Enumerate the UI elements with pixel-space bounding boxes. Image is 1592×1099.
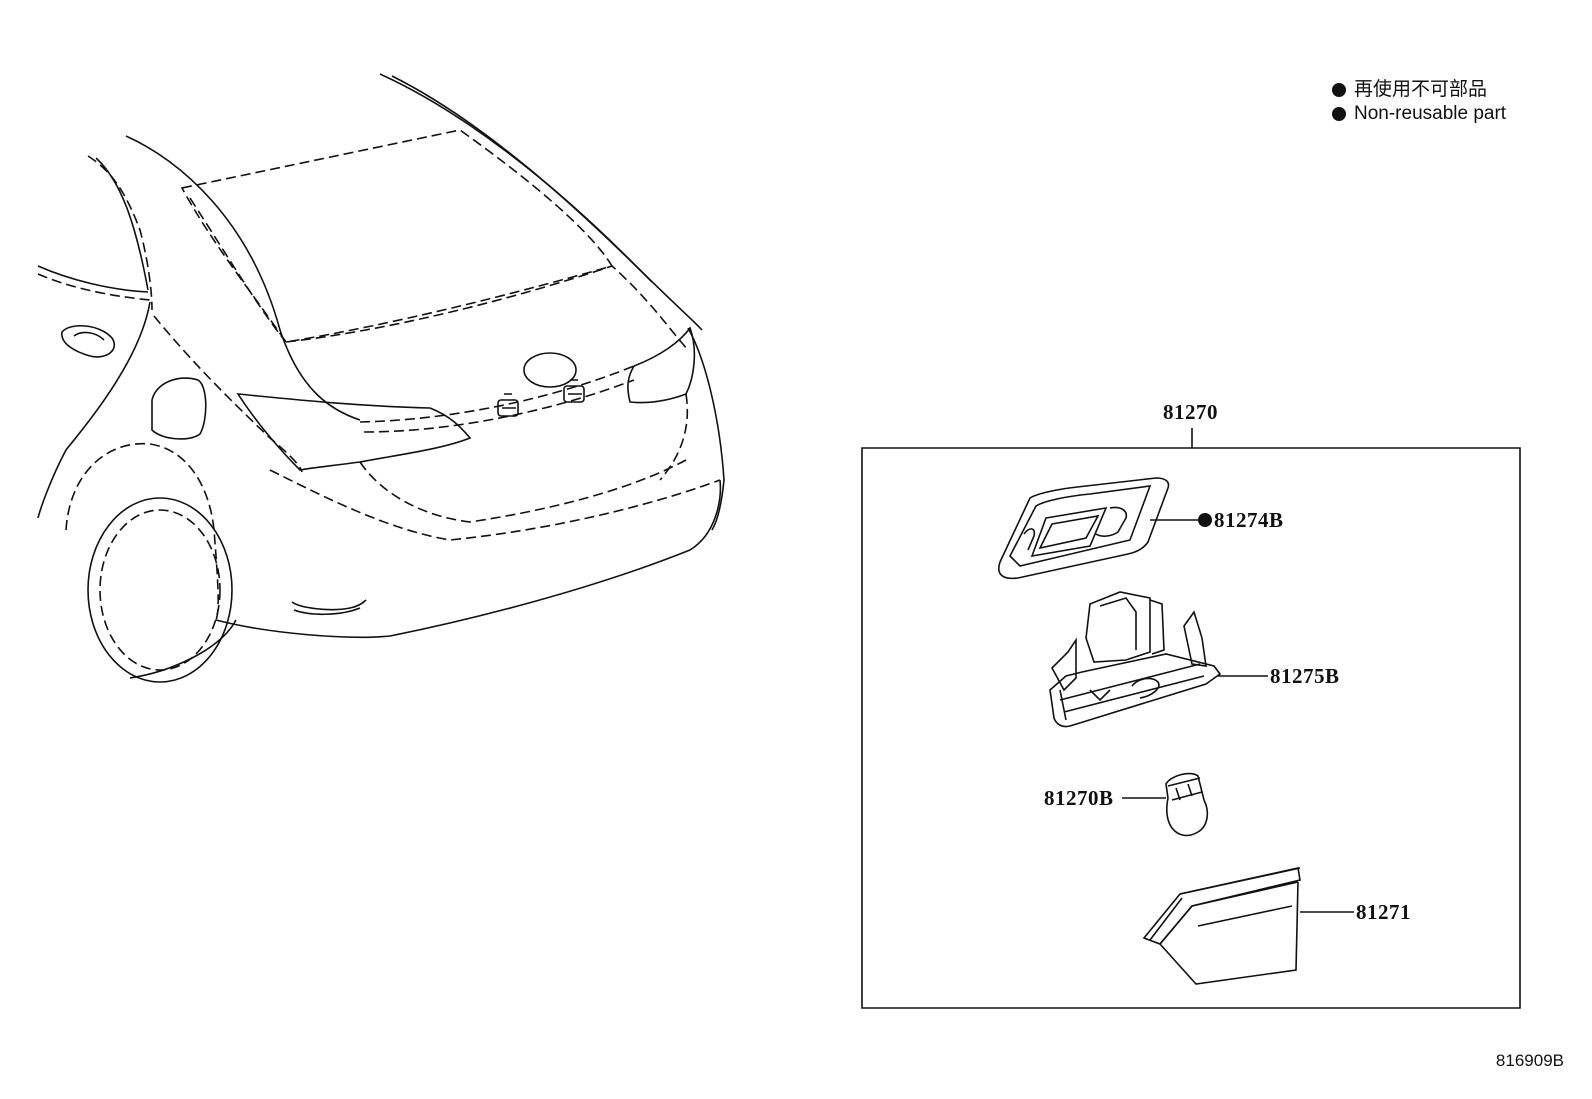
side-window-frame: [88, 156, 152, 310]
trunk-lower: [360, 460, 686, 522]
wheel-arch: [66, 444, 218, 620]
drawing-id: 816909B: [1495, 1051, 1564, 1070]
rear-emblem: [524, 353, 576, 387]
license-lamp-left: [498, 400, 518, 416]
legend: 再使用不可部品 Non-reusable part: [1332, 78, 1506, 126]
door-line: [38, 266, 148, 292]
filled-circle-icon: [1332, 107, 1346, 121]
rear-window-inner: [190, 198, 286, 342]
side-window-frame-2: [96, 158, 148, 290]
legend-text-english: Non-reusable part: [1354, 103, 1507, 124]
rear-bumper-top: [270, 470, 720, 540]
legend-row-english: Non-reusable part: [1332, 102, 1506, 126]
bulb-drawing: [1166, 774, 1207, 836]
tire-bottom: [130, 620, 236, 678]
rear-tire: [88, 498, 232, 682]
filled-circle-icon: [1332, 83, 1346, 97]
right-body-edge: [688, 328, 724, 530]
bulb-part-number: 81270B: [1044, 786, 1114, 810]
vehicle-rear-illustration: [30, 60, 790, 740]
housing-part-number: 81275B: [1270, 664, 1340, 688]
license-lamp-right-detail: [568, 380, 582, 394]
trunk-garnish-2: [364, 380, 634, 432]
rear-reflector-2: [294, 608, 360, 614]
trunk-lid: [286, 266, 688, 350]
trunk-garnish: [360, 366, 634, 422]
rear-reflector: [292, 600, 366, 610]
lens-part-number: 81271: [1356, 900, 1411, 924]
assembly-part-number: 81270: [1163, 400, 1218, 424]
gasket-part-number: 81274B: [1214, 508, 1284, 532]
non-reusable-mark-icon: [1198, 513, 1212, 527]
license-lamp-right: [564, 386, 584, 402]
housing-drawing: [1050, 592, 1220, 727]
trunk-side-right: [660, 394, 687, 480]
lens-drawing: [1144, 868, 1300, 984]
roof-inner-line: [392, 76, 652, 282]
rear-bumper: [216, 480, 720, 637]
gasket-drawing: [999, 478, 1169, 578]
tail-lamp-right: [628, 328, 694, 403]
legend-row-japanese: 再使用不可部品: [1332, 78, 1506, 102]
rear-tire-inner: [100, 510, 220, 670]
tail-lamp-left: [238, 394, 470, 470]
door-handle: [62, 326, 114, 357]
quarter-panel: [38, 302, 150, 518]
fuel-lid: [152, 378, 206, 439]
license-lamp-left-detail: [502, 394, 516, 408]
quarter-panel-2: [154, 316, 302, 472]
door-handle-inner: [74, 333, 104, 340]
assembly-box: [862, 448, 1520, 1008]
legend-text-japanese: 再使用不可部品: [1354, 79, 1488, 100]
